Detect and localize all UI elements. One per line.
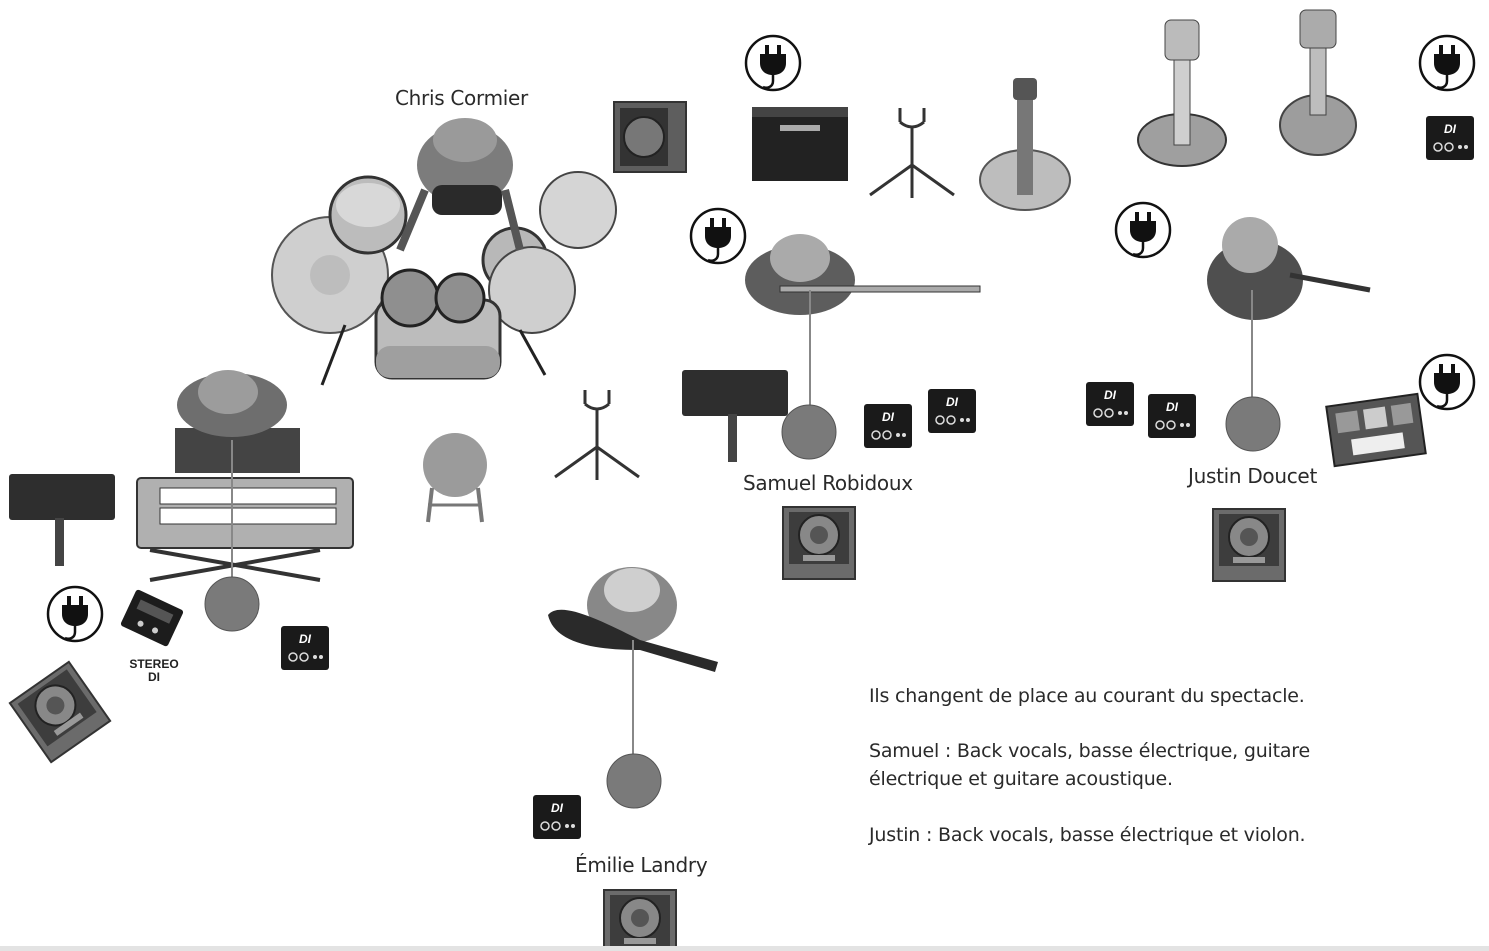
- music-stand-icon: [682, 370, 788, 462]
- di-box-icon: [281, 626, 329, 670]
- musician-figure-icon: [548, 567, 718, 755]
- stage-monitor-icon: [10, 662, 110, 762]
- mic-stand-icon: [782, 405, 836, 459]
- mic-stand-icon: [1226, 397, 1280, 451]
- mic-stand-icon: [607, 754, 661, 808]
- stage-monitor-icon: [604, 890, 676, 951]
- musician-name-chris: Chris Cormier: [395, 86, 528, 110]
- di-box-icon: [864, 404, 912, 448]
- music-stand-icon: [9, 474, 115, 566]
- guitar-stand-icon: [870, 108, 954, 198]
- power-plug-icon: [1420, 355, 1474, 409]
- stereo-di-box-icon: [120, 589, 184, 647]
- bottom-border: [0, 946, 1489, 951]
- acoustic-guitar-icon: [1280, 10, 1356, 155]
- guitar-stand-icon: [555, 390, 639, 480]
- di-box-icon: [533, 795, 581, 839]
- power-plug-icon: [48, 587, 102, 641]
- note-line-1: Ils changent de place au courant du spec…: [869, 682, 1305, 710]
- keyboard-icon: [137, 370, 353, 580]
- power-plug-icon: [1420, 36, 1474, 90]
- amplifier-icon: [752, 107, 848, 181]
- note-line-2: Samuel : Back vocals, basse électrique, …: [869, 737, 1339, 793]
- speaker-cabinet-icon: [614, 102, 686, 172]
- musician-figure-icon: [1207, 217, 1370, 400]
- stage-monitor-icon: [783, 507, 855, 579]
- pedalboard-icon: [1326, 394, 1425, 466]
- note-line-3: Justin : Back vocals, basse électrique e…: [869, 821, 1305, 849]
- musician-name-justin: Justin Doucet: [1188, 464, 1317, 488]
- power-plug-icon: [691, 209, 745, 263]
- bass-guitar-icon: [980, 78, 1070, 210]
- di-box-icon: [928, 389, 976, 433]
- musician-name-emilie: Émilie Landry: [575, 853, 707, 877]
- di-box-icon: [1426, 116, 1474, 160]
- stage-monitor-icon: [1213, 509, 1285, 581]
- di-box-icon: [1086, 382, 1134, 426]
- stool-icon: [423, 433, 487, 522]
- power-plug-icon: [746, 36, 800, 90]
- guitar-icon: [1138, 20, 1226, 166]
- musician-name-samuel: Samuel Robidoux: [743, 471, 913, 495]
- di-box-icon: [1148, 394, 1196, 438]
- power-plug-icon: [1116, 203, 1170, 257]
- drum-kit-icon: [272, 118, 616, 385]
